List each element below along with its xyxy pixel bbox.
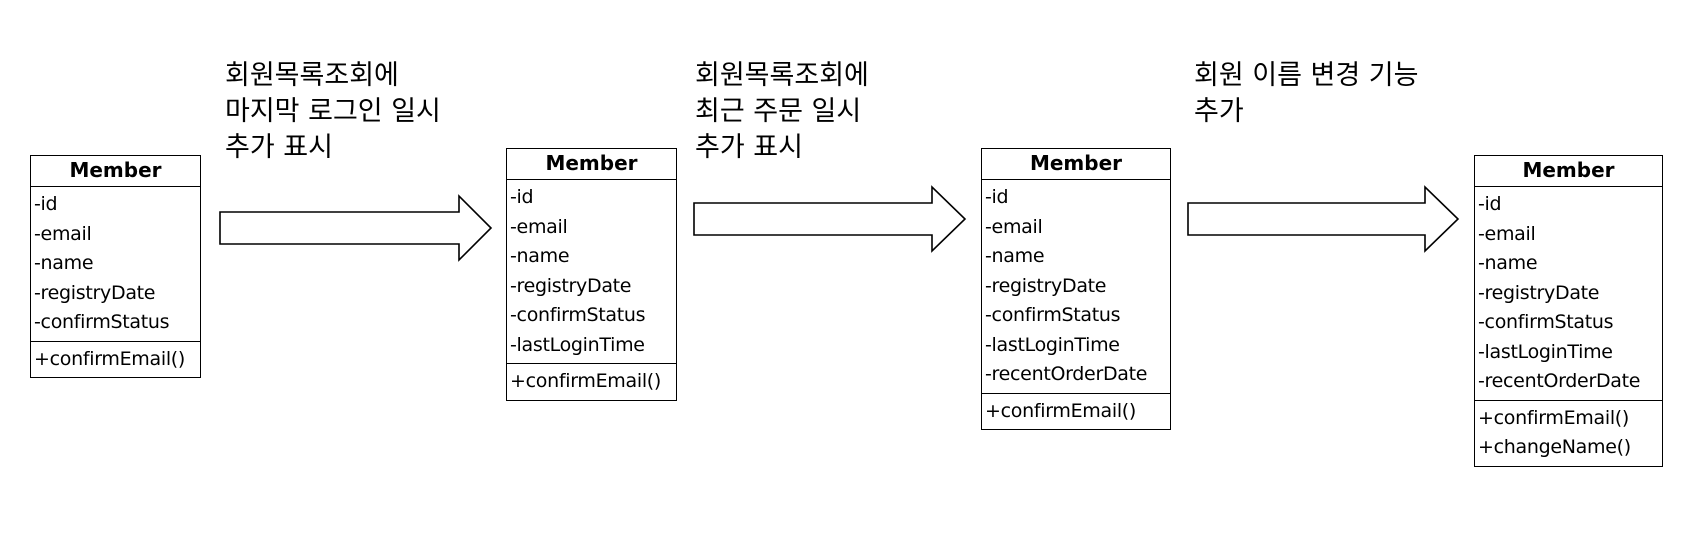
attribute-list: -id -email -name -registryDate -confirmS… [507,180,676,364]
attribute: -registryDate [1478,281,1600,304]
attribute: -name [985,245,1045,267]
note-line: 회원목록조회에 [695,60,869,91]
attribute: -registryDate [34,281,156,304]
operation-list: +confirmEmail() [507,364,676,400]
attribute: -email [1478,222,1536,245]
uml-class-member-v1: Member -id -email -name -registryDate -c… [30,155,201,378]
operation-list: +confirmEmail() +changeName() [1475,401,1662,466]
attribute: -confirmStatus [985,304,1121,326]
attribute: -lastLoginTime [985,333,1120,356]
attribute: -id [1478,193,1502,215]
transition-note-2: 회원목록조회에 최근 주문 일시 추가 표시 [695,58,869,166]
class-name: Member [507,149,676,180]
transition-note-1: 회원목록조회에 마지막 로그인 일시 추가 표시 [225,58,441,166]
attribute: -confirmStatus [1478,311,1614,333]
transition-note-3: 회원 이름 변경 기능 추가 [1194,58,1418,130]
note-line: 회원목록조회에 [225,60,399,91]
attribute: -recentOrderDate [1478,370,1641,392]
attribute: -confirmStatus [34,311,170,333]
arrow-right-icon [1187,185,1460,253]
operation-list: +confirmEmail() [982,394,1170,430]
attribute: -name [34,252,94,274]
attribute: -lastLoginTime [510,333,645,356]
note-line: 추가 표시 [225,132,333,163]
class-name: Member [982,149,1170,180]
note-line: 추가 표시 [695,132,803,163]
operation-list: +confirmEmail() [31,342,200,378]
class-name: Member [31,156,200,187]
note-line: 회원 이름 변경 기능 [1194,60,1419,91]
uml-class-member-v2: Member -id -email -name -registryDate -c… [506,148,677,401]
arrow-right-icon [219,194,493,262]
operation: +confirmEmail() [510,370,662,392]
uml-class-member-v4: Member -id -email -name -registryDate -c… [1474,155,1663,467]
note-line: 최근 주문 일시 [695,96,862,127]
attribute-list: -id -email -name -registryDate -confirmS… [31,187,200,342]
operation: +confirmEmail() [985,399,1137,422]
uml-class-member-v3: Member -id -email -name -registryDate -c… [981,148,1171,430]
attribute: -id [985,186,1009,208]
operation: +confirmEmail() [34,347,186,370]
attribute-list: -id -email -name -registryDate -confirmS… [1475,187,1662,401]
operation: +confirmEmail() [1478,406,1630,429]
attribute: -email [510,215,568,238]
note-line: 추가 [1194,96,1244,127]
attribute: -recentOrderDate [985,363,1148,385]
arrow-right-icon [693,185,967,253]
attribute: -name [1478,252,1538,274]
operation: +changeName() [1478,436,1631,458]
attribute: -name [510,245,570,267]
attribute: -lastLoginTime [1478,340,1613,363]
note-line: 마지막 로그인 일시 [225,96,441,127]
attribute: -registryDate [510,274,632,297]
attribute: -registryDate [985,274,1107,297]
attribute: -confirmStatus [510,304,646,326]
attribute-list: -id -email -name -registryDate -confirmS… [982,180,1170,394]
class-name: Member [1475,156,1662,187]
attribute: -email [985,215,1043,238]
attribute: -id [510,186,534,208]
attribute: -email [34,222,92,245]
attribute: -id [34,193,58,215]
